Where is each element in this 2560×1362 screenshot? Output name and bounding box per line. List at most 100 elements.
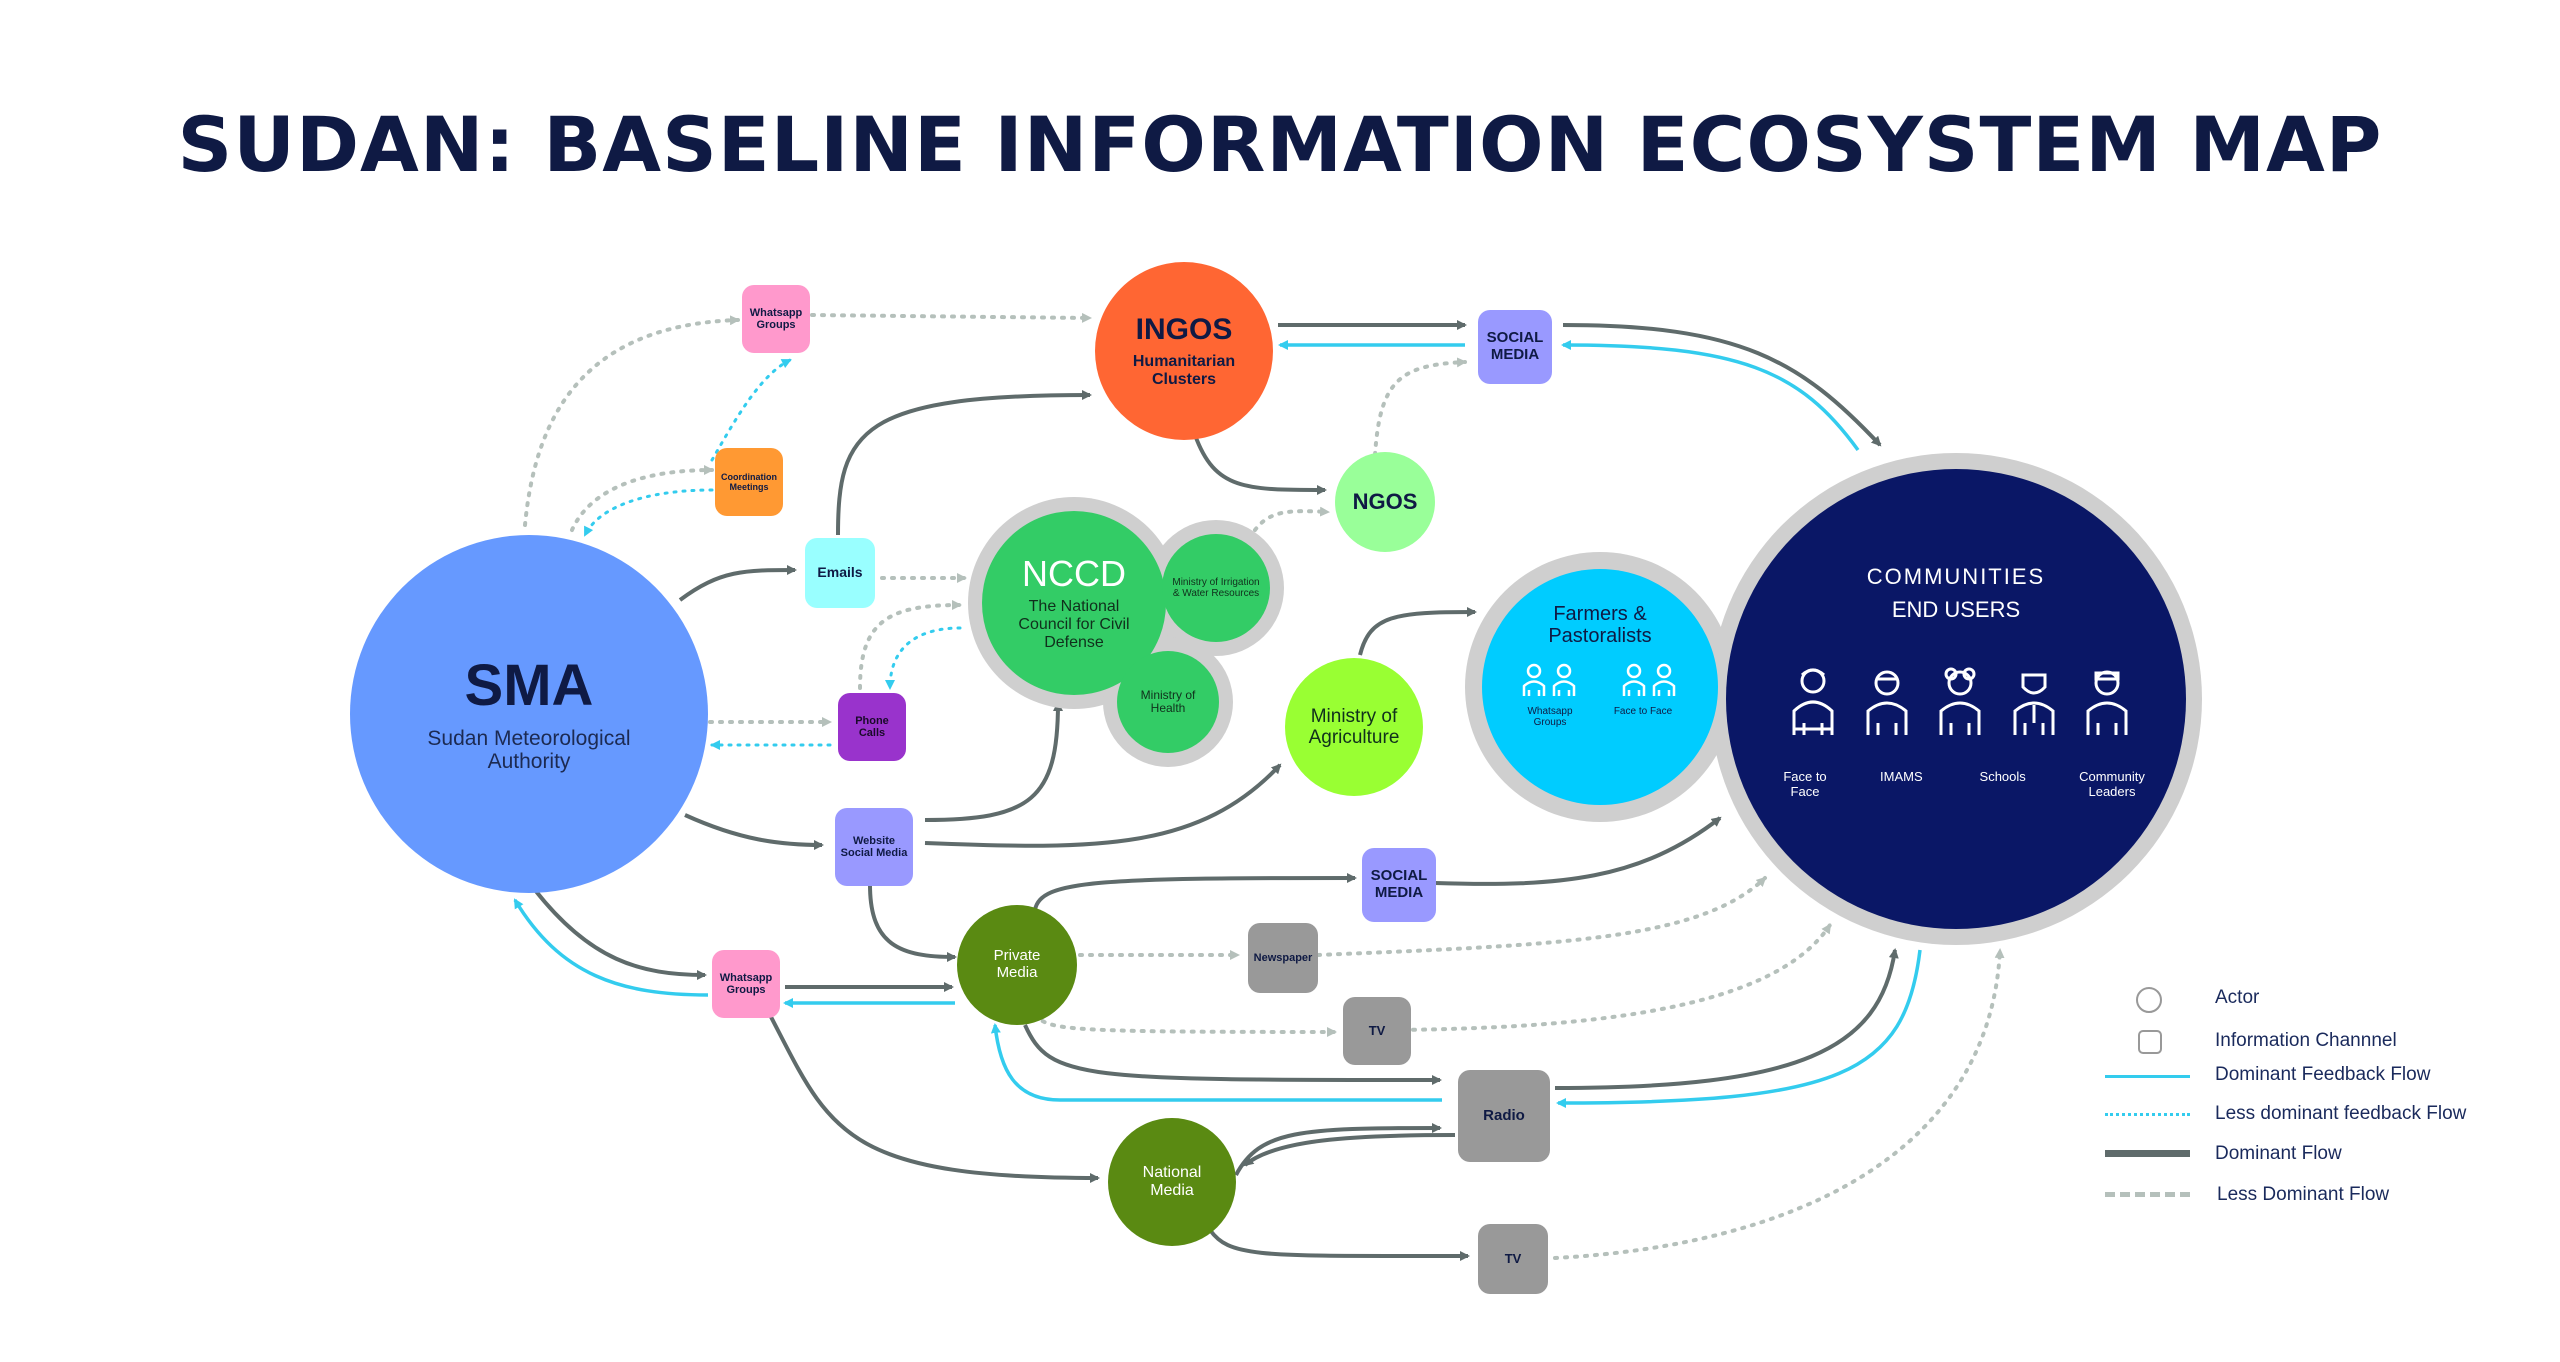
private-media-name: Private Media	[993, 947, 1041, 981]
flow-emails-ingos	[836, 390, 1092, 536]
legend-channel: Information Channnel	[2215, 1030, 2397, 1051]
person-icon	[1792, 668, 1834, 735]
flow-tv-communities	[1391, 923, 1832, 1032]
newspaper-channel[interactable]: Newspaper	[1248, 923, 1318, 993]
legend-less-feedback-line	[2105, 1113, 2190, 1116]
flow-sma-emails	[678, 565, 797, 602]
legend-dominant-feedback: Dominant Feedback Flow	[2215, 1064, 2431, 1085]
flow-radio-communities	[1554, 948, 1899, 1090]
feedback-communities-radio	[1556, 949, 1922, 1108]
feedback-communities-social	[1561, 340, 1860, 452]
flow-phone-nccd	[858, 600, 962, 690]
communities-sub: END USERS	[1891, 596, 2021, 622]
flow-irrigation-ngos	[1253, 506, 1330, 532]
flow-sma-website	[684, 813, 824, 850]
radio-label: Radio	[1483, 1106, 1525, 1124]
flow-whatsapp-nationalmedia	[768, 1014, 1100, 1183]
person-icon	[2086, 670, 2128, 735]
ministry-irrigation-actor[interactable]: Ministry of Irrigation & Water Resources	[1162, 534, 1270, 642]
newspaper-label: Newspaper	[1253, 951, 1313, 964]
website-label: Website Social Media	[840, 834, 908, 859]
social-top-channel[interactable]: SOCIAL MEDIA	[1478, 310, 1552, 384]
group-community-leaders: Community Leaders	[2079, 769, 2145, 799]
legend-actor: Actor	[2215, 987, 2260, 1008]
tv-bottom-label: TV	[1504, 1250, 1522, 1266]
legend-less-flow-line	[2105, 1192, 2190, 1197]
ministry-irrigation-name: Ministry of Irrigation & Water Resources	[1172, 576, 1260, 599]
group-imams: IMAMS	[1880, 769, 1923, 784]
page-title: SUDAN: BASELINE INFORMATION ECOSYSTEM MA…	[177, 100, 2383, 189]
farmers-face-label: Face to Face	[1613, 705, 1673, 717]
farmers-whatsapp-label: Whatsapp Groups	[1527, 705, 1573, 728]
feedback-whatsapp-sma	[513, 898, 709, 997]
private-media-actor[interactable]: Private Media	[957, 905, 1077, 1025]
ingos-actor[interactable]: INGOS Humanitarian Clusters	[1095, 262, 1273, 440]
farmers-actor[interactable]: Farmers & Pastoralists Whatsapp Groups F…	[1482, 569, 1718, 805]
community-icons	[1790, 665, 2130, 737]
farmers-name: Farmers & Pastoralists	[1548, 603, 1652, 648]
legend-less-flow: Less Dominant Flow	[2217, 1184, 2390, 1205]
national-media-actor[interactable]: National Media	[1108, 1118, 1236, 1246]
whatsapp-top-label: Whatsapp Groups	[749, 306, 803, 331]
farmers-icons	[1520, 662, 1680, 698]
legend-channel-icon	[2138, 1030, 2162, 1054]
feedback-coordination-sma	[583, 488, 714, 537]
ministry-agriculture-name: Ministry of Agriculture	[1308, 705, 1400, 748]
flow-nationalmedia-tv	[1208, 1228, 1470, 1262]
legend-less-feedback: Less dominant feedback Flow	[2215, 1103, 2467, 1124]
communities-actor[interactable]: COMMUNITIES END USERS	[1726, 469, 2186, 929]
social-mid-channel[interactable]: SOCIAL MEDIA	[1362, 848, 1436, 922]
ministry-agriculture-actor[interactable]: Ministry of Agriculture	[1285, 658, 1423, 796]
coordination-label: Coordination Meetings	[721, 471, 777, 492]
flow-radio-nationalmedia	[1243, 1133, 1456, 1167]
social-mid-label: SOCIAL MEDIA	[1370, 867, 1428, 901]
ingos-sub: Humanitarian Clusters	[1132, 352, 1236, 388]
whatsapp-top-channel[interactable]: Whatsapp Groups	[742, 285, 810, 353]
ngos-actor[interactable]: NGOS	[1335, 452, 1435, 552]
legend-actor-icon	[2136, 987, 2162, 1013]
communities-name: COMMUNITIES	[1866, 564, 2046, 589]
flow-privatemedia-tv	[1033, 1013, 1337, 1037]
community-group-labels: Face to Face IMAMS Schools Community Lea…	[1780, 769, 2150, 799]
flow-privatemedia-radio	[1023, 1024, 1442, 1085]
tv-mid-channel[interactable]: TV	[1343, 997, 1411, 1065]
phone-channel[interactable]: Phone Calls	[838, 693, 906, 761]
sma-actor[interactable]: SMA Sudan Meteorological Authority	[350, 535, 708, 893]
social-top-label: SOCIAL MEDIA	[1486, 329, 1544, 363]
flow-whatsapp-top-ingos	[810, 312, 1092, 323]
legend-dominant-flow-line	[2105, 1150, 2190, 1157]
flow-sma-whatsapp	[533, 888, 707, 980]
feedback-radio-privatemedia	[990, 1023, 1442, 1102]
flow-sma-whatsapp-top	[523, 315, 740, 527]
ministry-health-actor[interactable]: Ministry of Health	[1117, 651, 1219, 753]
flow-website-agriculture	[924, 763, 1282, 848]
nccd-sub: The National Council for Civil Defense	[1018, 598, 1130, 652]
legend-dominant-feedback-line	[2105, 1075, 2190, 1078]
group-schools: Schools	[1979, 769, 2026, 784]
flow-newspaper-communities	[1316, 876, 1767, 957]
phone-label: Phone Calls	[855, 714, 889, 739]
person-icon	[1866, 670, 1907, 735]
national-media-name: National Media	[1142, 1164, 1202, 1199]
person-icon	[1939, 667, 1981, 735]
radio-channel[interactable]: Radio	[1458, 1070, 1550, 1162]
feedback-coordination-whatsapp	[710, 358, 792, 462]
sma-name: SMA	[464, 653, 594, 718]
flow-sma-coordination	[570, 465, 714, 532]
nccd-name: NCCD	[1022, 552, 1126, 594]
flow-ngos-social	[1373, 357, 1467, 457]
flow-tv-bottom-communities	[1553, 948, 2005, 1260]
tv-bottom-channel[interactable]: TV	[1478, 1224, 1548, 1294]
emails-channel[interactable]: Emails	[805, 538, 875, 608]
whatsapp-bottom-channel[interactable]: Whatsapp Groups	[712, 950, 780, 1018]
flow-website-privatemedia	[868, 884, 957, 962]
sma-sub: Sudan Meteorological Authority	[427, 726, 631, 774]
ngos-name: NGOS	[1352, 488, 1418, 514]
flow-social-communities	[1562, 323, 1882, 447]
coordination-channel[interactable]: Coordination Meetings	[715, 448, 783, 516]
website-channel[interactable]: Website Social Media	[835, 808, 913, 886]
emails-label: Emails	[817, 564, 863, 581]
ministry-health-name: Ministry of Health	[1140, 687, 1196, 715]
flow-social-mid-communities	[1434, 816, 1722, 886]
